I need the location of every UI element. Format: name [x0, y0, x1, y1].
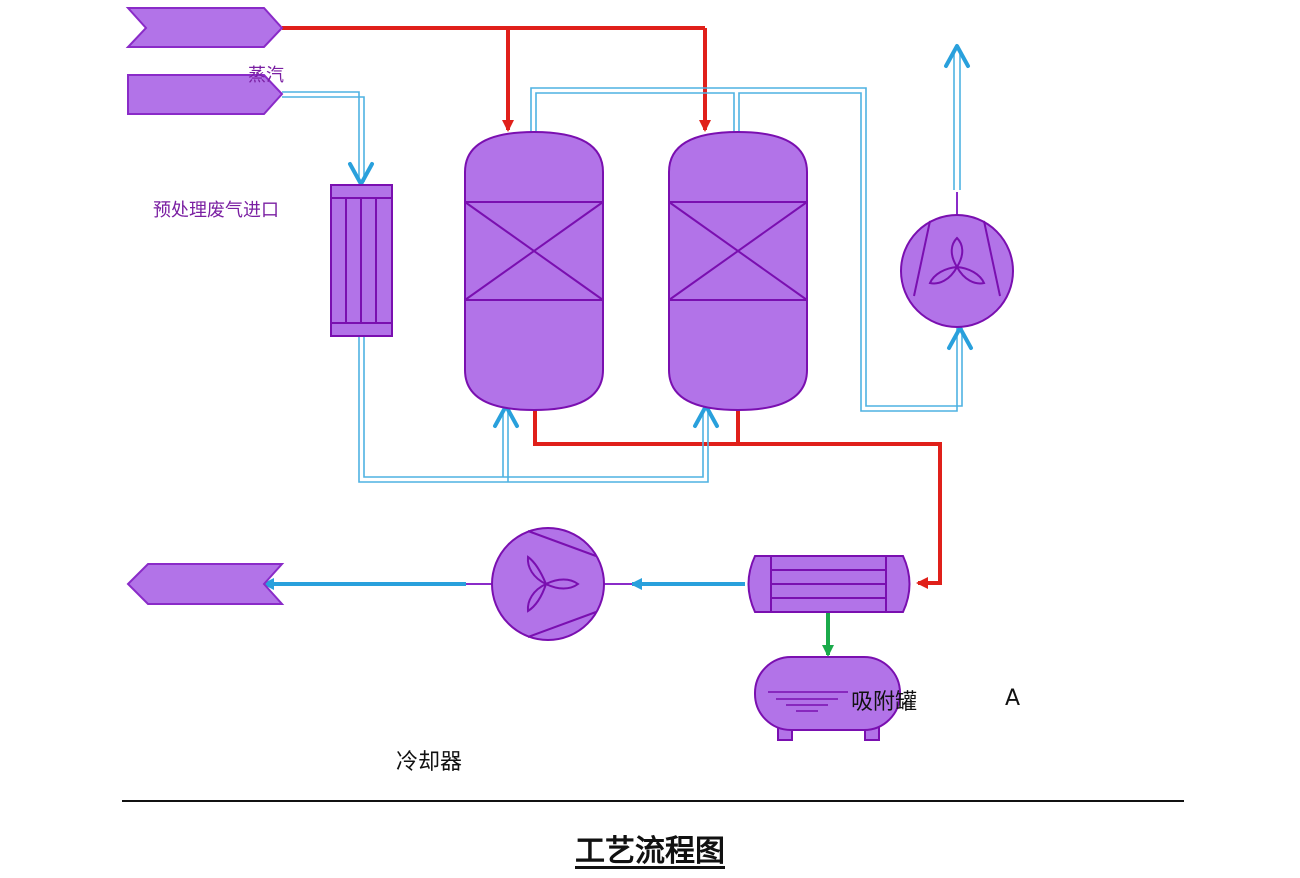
cooler-label: 冷却器: [396, 750, 463, 775]
waste-gas-inlet-label: 预处理废气进口: [153, 200, 279, 221]
cooling-fan-icon: [491, 527, 605, 641]
exhaust-fan-icon: [900, 214, 1014, 328]
figure-title: 工艺流程图: [0, 826, 1300, 870]
outlet-connector-icon: [126, 563, 285, 605]
condenser-icon: [747, 555, 911, 613]
fan-stubs: [466, 192, 958, 585]
adsorption-vessel-1-icon: [464, 130, 604, 412]
steam-inlet-connector-icon: [125, 7, 284, 48]
storage-tank-icon: [754, 656, 901, 741]
adsorption-vessel-2-icon: [668, 130, 808, 412]
gas-arrowheads: [348, 44, 973, 428]
adsorber-label: 吸附罐: [851, 690, 918, 715]
steam-label: 蒸汽: [248, 65, 284, 86]
figure-title-text: 工艺流程图: [575, 834, 725, 869]
heat-exchanger-icon: [330, 184, 393, 337]
steam-outlet-line: [533, 408, 942, 589]
gas-line-double: [282, 54, 963, 483]
steam-line: [282, 26, 711, 132]
marker-a-label: A: [1005, 686, 1021, 711]
waste-gas-inlet-connector-icon: [127, 74, 284, 115]
